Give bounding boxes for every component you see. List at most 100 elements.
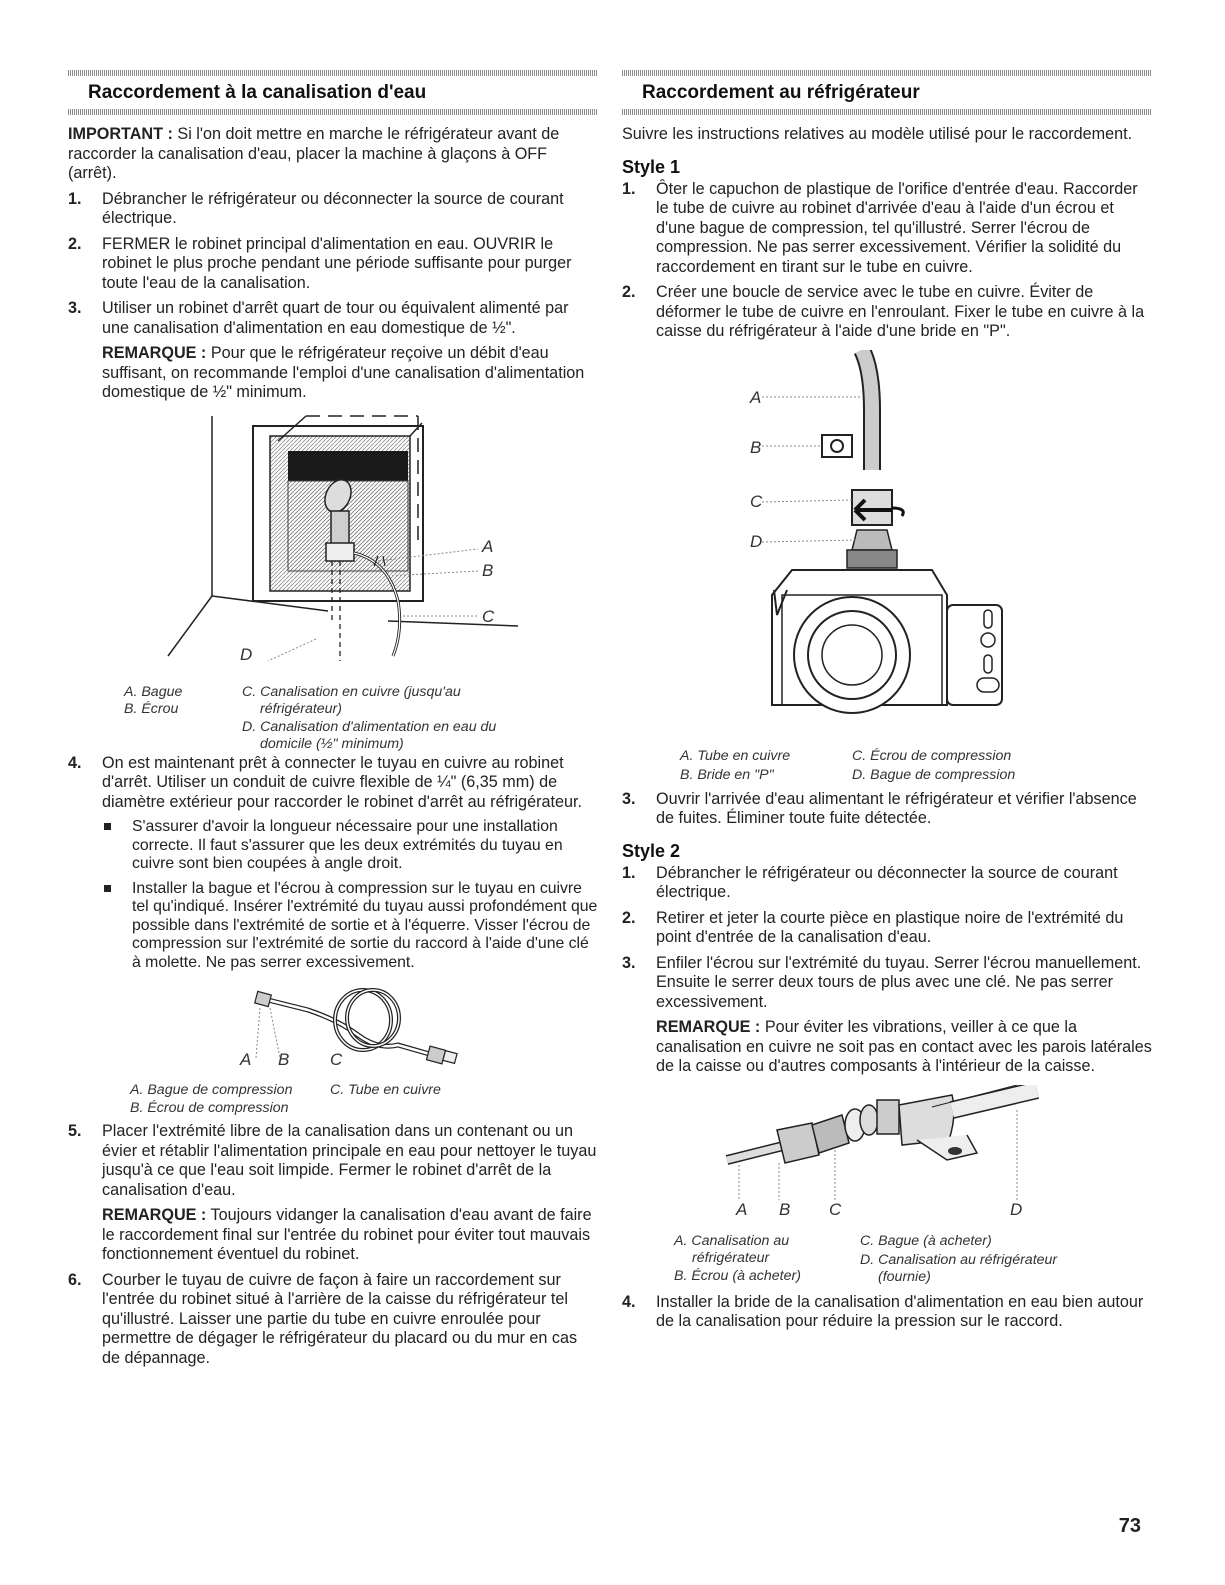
figure-caption: A. Canalisation au réfrigérateur B. Écro… — [622, 1233, 1152, 1293]
caption-d: D. Canalisation d'alimentation en eau du — [242, 718, 497, 735]
label-c: C — [330, 1050, 343, 1069]
step-number: 3. — [622, 953, 636, 972]
caption-c: C. Tube en cuivre — [330, 1082, 441, 1098]
figure-caption: A. Bague de compression B. Écrou de comp… — [68, 1080, 598, 1122]
step-number: 4. — [622, 1292, 636, 1311]
note-label: REMARQUE : — [102, 344, 207, 362]
step-text: On est maintenant prêt à connecter le tu… — [102, 753, 582, 811]
caption-b: B. Bride en "P" — [680, 766, 774, 783]
section-header: Raccordement à la canalisation d'eau — [68, 70, 598, 115]
label-d: D — [750, 531, 763, 551]
important-label: IMPORTANT : — [68, 125, 173, 143]
caption-a: A. Tube en cuivre — [680, 747, 791, 764]
caption-c-cont: réfrigérateur) — [260, 700, 343, 717]
caption-d-cont: domicile (½" minimum) — [260, 735, 404, 752]
step-item: 4. On est maintenant prêt à connecter le … — [68, 754, 598, 973]
caption-a: A. Canalisation au — [674, 1232, 790, 1249]
step-item: 1. Débrancher le réfrigérateur ou déconne… — [68, 190, 598, 229]
step-text: Enfiler l'écrou sur l'extrémité du tuyau… — [656, 953, 1142, 1011]
step-text: Utiliser un robinet d'arrêt quart de tou… — [102, 299, 569, 337]
caption-b: B. Écrou (à acheter) — [674, 1267, 801, 1284]
figure-caption: A. Tube en cuivre B. Bride en "P" C. Écr… — [622, 748, 1152, 790]
important-paragraph: IMPORTANT : Si l'on doit mettre en march… — [68, 125, 598, 184]
step-number: 1. — [622, 863, 636, 882]
header-rule — [68, 109, 598, 115]
steps-list: 1. Débrancher le réfrigérateur ou déconne… — [68, 190, 598, 403]
shutoff-valve-illustration — [167, 414, 519, 661]
bullet-item: S'assurer d'avoir la longueur nécessaire… — [102, 818, 598, 874]
step-item: 5.Placer l'extrémité libre de la canalis… — [68, 1122, 598, 1265]
step-number: 2. — [622, 283, 636, 301]
step-text: Ôter le capuchon de plastique de l'orifi… — [656, 179, 1138, 276]
caption-c: C. Écrou de compression — [852, 747, 1012, 764]
right-column: Raccordement au réfrigérateur Suivre les… — [622, 70, 1152, 1338]
step-number: 6. — [68, 1270, 82, 1289]
header-rule — [68, 70, 598, 76]
step-item: 2.Créer une boucle de service avec le tu… — [622, 283, 1152, 342]
step-item: 4. Installer la bride de la canalisation … — [622, 1293, 1152, 1332]
steps-list: 4. Installer la bride de la canalisation … — [622, 1293, 1152, 1332]
step-number: 1. — [68, 189, 82, 208]
step-number: 3. — [68, 299, 82, 317]
section-title: Raccordement au réfrigérateur — [642, 82, 920, 103]
label-b: B — [278, 1050, 290, 1069]
header-rule — [622, 109, 1152, 115]
note-text: Toujours vidanger la canalisation d'eau … — [102, 1206, 592, 1263]
water-valve-figure: A B C D — [622, 349, 1152, 740]
label-d: D — [1010, 1199, 1023, 1219]
caption-b: B. Écrou — [124, 700, 179, 717]
caption-a: A. Bague — [124, 683, 183, 700]
bullet-text: S'assurer d'avoir la longueur nécessaire… — [132, 818, 563, 872]
caption-a: A. Bague de compression — [130, 1082, 293, 1098]
section-header: Raccordement au réfrigérateur — [622, 70, 1152, 115]
step-number: 1. — [622, 179, 636, 198]
label-a: A — [482, 536, 494, 556]
step-number: 3. — [622, 789, 636, 808]
bullet-square — [104, 884, 111, 892]
note-text: Pour éviter les vibrations, veiller à ce… — [656, 1018, 1152, 1075]
label-b: B — [779, 1199, 791, 1219]
label-c: C — [750, 491, 763, 511]
caption-c: C. Bague (à acheter) — [860, 1232, 992, 1249]
step-item: 6. Courber le tuyau de cuivre de façon à … — [68, 1271, 598, 1369]
caption-d-cont: (fournie) — [878, 1268, 931, 1285]
step-text: Débrancher le réfrigérateur ou déconnect… — [656, 863, 1118, 902]
caption-a-cont: réfrigérateur — [692, 1249, 770, 1266]
bullet-text: Installer la bague et l'écrou à compress… — [132, 879, 598, 971]
header-rule — [622, 70, 1152, 76]
compression-fitting-figure: A B C — [68, 980, 598, 1072]
steps-list: 3. Ouvrir l'arrivée d'eau alimentant le r… — [622, 790, 1152, 829]
step-item: 1. Débrancher le réfrigérateur ou déconne… — [622, 864, 1152, 903]
steps-list: 1. Ôter le capuchon de plastique de l'ori… — [622, 180, 1152, 342]
note-label: REMARQUE : — [102, 1206, 207, 1224]
step-number: 5. — [68, 1122, 82, 1140]
label-b: B — [482, 560, 494, 580]
steps-list: 4. On est maintenant prêt à connecter le … — [68, 754, 598, 973]
caption-d: D. Canalisation au réfrigérateur — [860, 1251, 1058, 1268]
water-valve-illustration — [762, 349, 1003, 714]
bullet-square — [104, 823, 111, 830]
bullet-item: Installer la bague et l'écrou à compress… — [102, 880, 598, 973]
left-column: Raccordement à la canalisation d'eau IMP… — [68, 70, 598, 1374]
note-label: REMARQUE : — [656, 1018, 761, 1036]
steps-list: 5.Placer l'extrémité libre de la canalis… — [68, 1122, 598, 1368]
step-text: Ouvrir l'arrivée d'eau alimentant le réf… — [656, 789, 1137, 828]
label-b: B — [750, 437, 762, 457]
step-item: 3. Utiliser un robinet d'arrêt quart de t… — [68, 299, 598, 403]
caption-c: C. Canalisation en cuivre (jusqu'au — [242, 683, 461, 700]
copper-tube-coil-illustration — [253, 988, 458, 1065]
label-a: A — [240, 1050, 252, 1069]
step-item: 2.Retirer et jeter la courte pièce en pl… — [622, 909, 1152, 948]
page-number: 73 — [1118, 1515, 1141, 1537]
step-text: Courber le tuyau de cuivre de façon à fa… — [102, 1270, 578, 1367]
section-title: Raccordement à la canalisation d'eau — [88, 82, 427, 103]
step-text: Débrancher le réfrigérateur ou déconnect… — [102, 189, 564, 228]
step-number: 4. — [68, 753, 82, 772]
step-text: Installer la bride de la canalisation d'… — [656, 1292, 1144, 1331]
step-item: 1. Ôter le capuchon de plastique de l'ori… — [622, 180, 1152, 278]
important-text: Si l'on doit mettre en marche le réfrigé… — [68, 125, 560, 182]
step-number: 2. — [622, 908, 636, 927]
note-paragraph: REMARQUE : Pour que le réfrigérateur reç… — [102, 344, 598, 403]
step-number: 2. — [68, 234, 82, 253]
label-c: C — [482, 606, 495, 626]
